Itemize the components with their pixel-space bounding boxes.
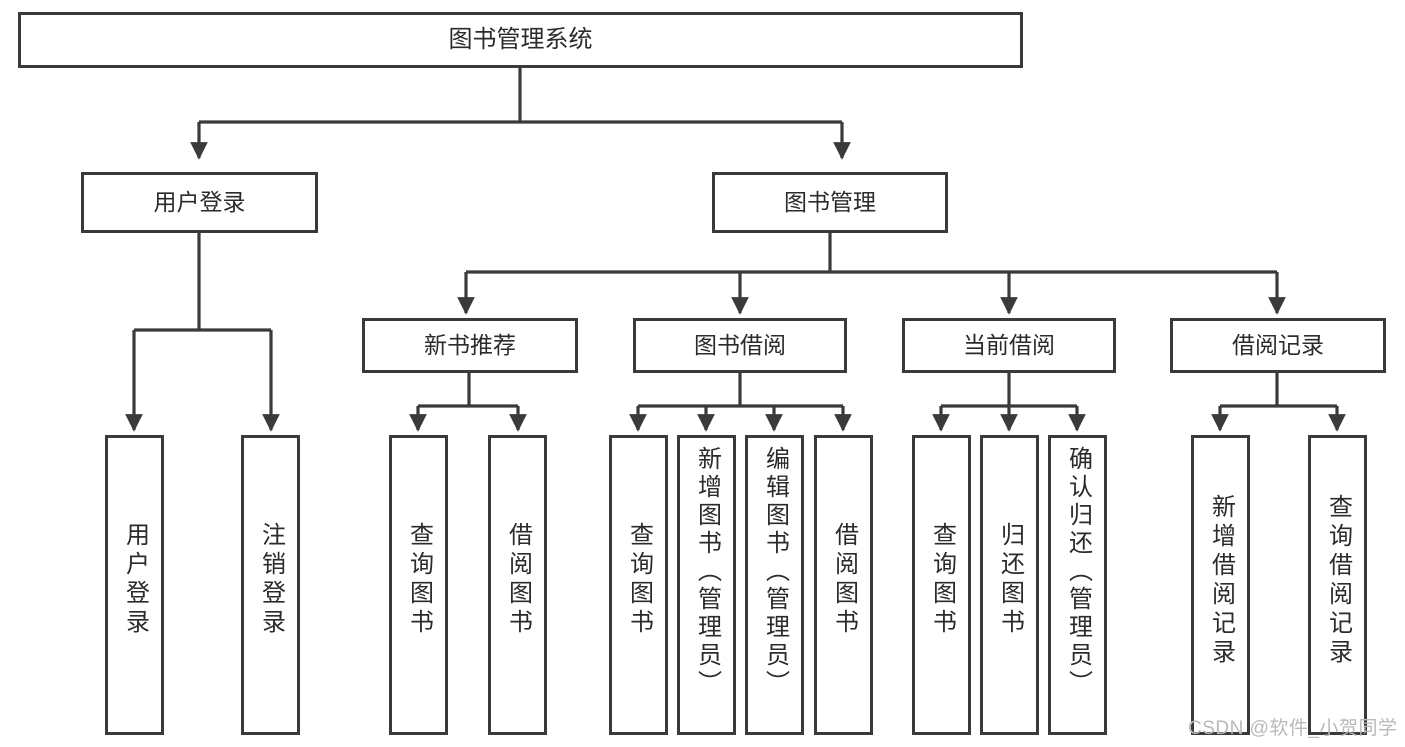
node-label: 用户登录 bbox=[121, 522, 149, 638]
node-label: 用户登录 bbox=[153, 188, 246, 215]
leaf-logout-login[interactable]: 注销登录 bbox=[241, 435, 300, 735]
node-label: 借阅图书 bbox=[830, 522, 858, 638]
leaf-add-book-admin[interactable]: 新增图书（管理员） bbox=[677, 435, 736, 735]
node-label: 当前借阅 bbox=[963, 331, 1055, 358]
node-label: 图书借阅 bbox=[694, 331, 786, 358]
node-label: 归还图书 bbox=[996, 522, 1024, 638]
node-label: 新书推荐 bbox=[424, 331, 516, 358]
leaf-borrow-book-new[interactable]: 借阅图书 bbox=[488, 435, 547, 735]
node-label: 确认归还（管理员） bbox=[1064, 446, 1092, 698]
leaf-query-borrow-record[interactable]: 查询借阅记录 bbox=[1308, 435, 1367, 735]
node-label: 图书管理 bbox=[784, 188, 876, 215]
leaf-query-book-current[interactable]: 查询图书 bbox=[912, 435, 971, 735]
leaf-add-borrow-record[interactable]: 新增借阅记录 bbox=[1191, 435, 1250, 735]
node-current-borrow[interactable]: 当前借阅 bbox=[902, 318, 1116, 373]
node-new-book-recommend[interactable]: 新书推荐 bbox=[362, 318, 578, 373]
node-label: 查询图书 bbox=[625, 522, 653, 638]
node-book-management[interactable]: 图书管理 bbox=[712, 172, 948, 233]
node-label: 查询图书 bbox=[928, 522, 956, 638]
leaf-edit-book-admin[interactable]: 编辑图书（管理员） bbox=[745, 435, 804, 735]
leaf-return-book[interactable]: 归还图书 bbox=[980, 435, 1039, 735]
node-root-system[interactable]: 图书管理系统 bbox=[18, 12, 1023, 68]
watermark-text: CSDN @软件_小贺同学 bbox=[1188, 718, 1398, 739]
node-label: 查询借阅记录 bbox=[1324, 494, 1352, 668]
leaf-query-book-borrow[interactable]: 查询图书 bbox=[609, 435, 668, 735]
node-label: 新增借阅记录 bbox=[1207, 494, 1235, 668]
node-label: 查询图书 bbox=[405, 522, 433, 638]
node-label: 借阅图书 bbox=[504, 522, 532, 638]
leaf-confirm-return-admin[interactable]: 确认归还（管理员） bbox=[1048, 435, 1107, 735]
leaf-query-book-new[interactable]: 查询图书 bbox=[389, 435, 448, 735]
node-borrow-record[interactable]: 借阅记录 bbox=[1170, 318, 1386, 373]
leaf-user-login[interactable]: 用户登录 bbox=[105, 435, 164, 735]
node-label: 编辑图书（管理员） bbox=[761, 446, 789, 698]
node-label: 新增图书（管理员） bbox=[693, 446, 721, 698]
node-label: 借阅记录 bbox=[1232, 331, 1324, 358]
node-book-borrow[interactable]: 图书借阅 bbox=[633, 318, 847, 373]
node-label: 图书管理系统 bbox=[448, 25, 593, 53]
leaf-borrow-book[interactable]: 借阅图书 bbox=[814, 435, 873, 735]
node-user-login[interactable]: 用户登录 bbox=[81, 172, 318, 233]
node-label: 注销登录 bbox=[257, 522, 285, 638]
